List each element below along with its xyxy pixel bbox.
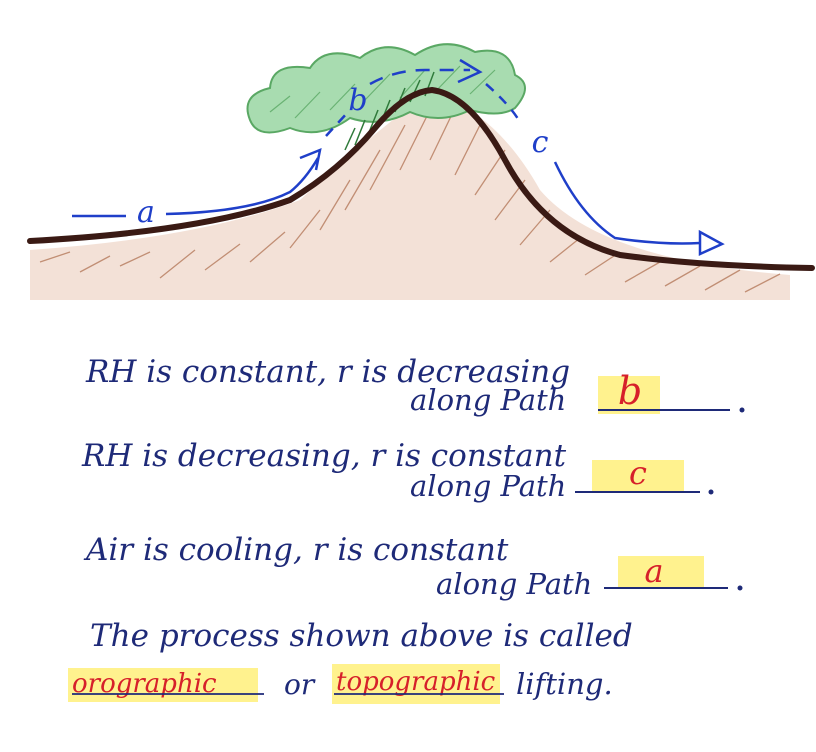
statement-2-answer: c <box>629 454 647 492</box>
statement-3-line2: along Path <box>436 567 592 601</box>
air-path-c: c <box>485 83 725 256</box>
term-highlight <box>332 664 500 704</box>
statement-2-line1: RH is decreasing, r is constant <box>81 438 567 474</box>
path-label-c: c <box>532 125 549 160</box>
mountain-outline <box>27 86 815 271</box>
answer-highlight <box>592 460 684 492</box>
statement-1-line1: RH is constant, r is decreasing <box>85 354 570 390</box>
summary-suffix: lifting. <box>516 667 613 701</box>
path-label-b: b <box>348 83 367 118</box>
statement-2: RH is decreasing, r is constant along Pa… <box>81 438 714 503</box>
path-label-a: a <box>137 195 155 230</box>
answer-highlight <box>598 376 660 414</box>
statement-3: Air is cooling, r is constant along Path… <box>83 532 743 601</box>
statement-1-line2: along Path <box>410 383 566 417</box>
summary-connector: or <box>284 668 316 701</box>
statement-1-answer: b <box>618 369 642 413</box>
air-path-a: a <box>72 147 322 230</box>
summary: The process shown above is called orogra… <box>68 618 633 704</box>
statement-3-line1: Air is cooling, r is constant <box>83 532 509 568</box>
term-highlight <box>68 668 258 702</box>
summary-term-2: topographic <box>336 667 496 697</box>
statement-3-answer: a <box>644 552 663 590</box>
summary-line1: The process shown above is called <box>90 618 633 654</box>
statement-1: RH is constant, r is decreasing along Pa… <box>85 354 745 417</box>
air-path-b: b <box>325 58 483 137</box>
statement-2-line2: along Path <box>410 469 566 503</box>
answer-highlight <box>618 556 704 588</box>
